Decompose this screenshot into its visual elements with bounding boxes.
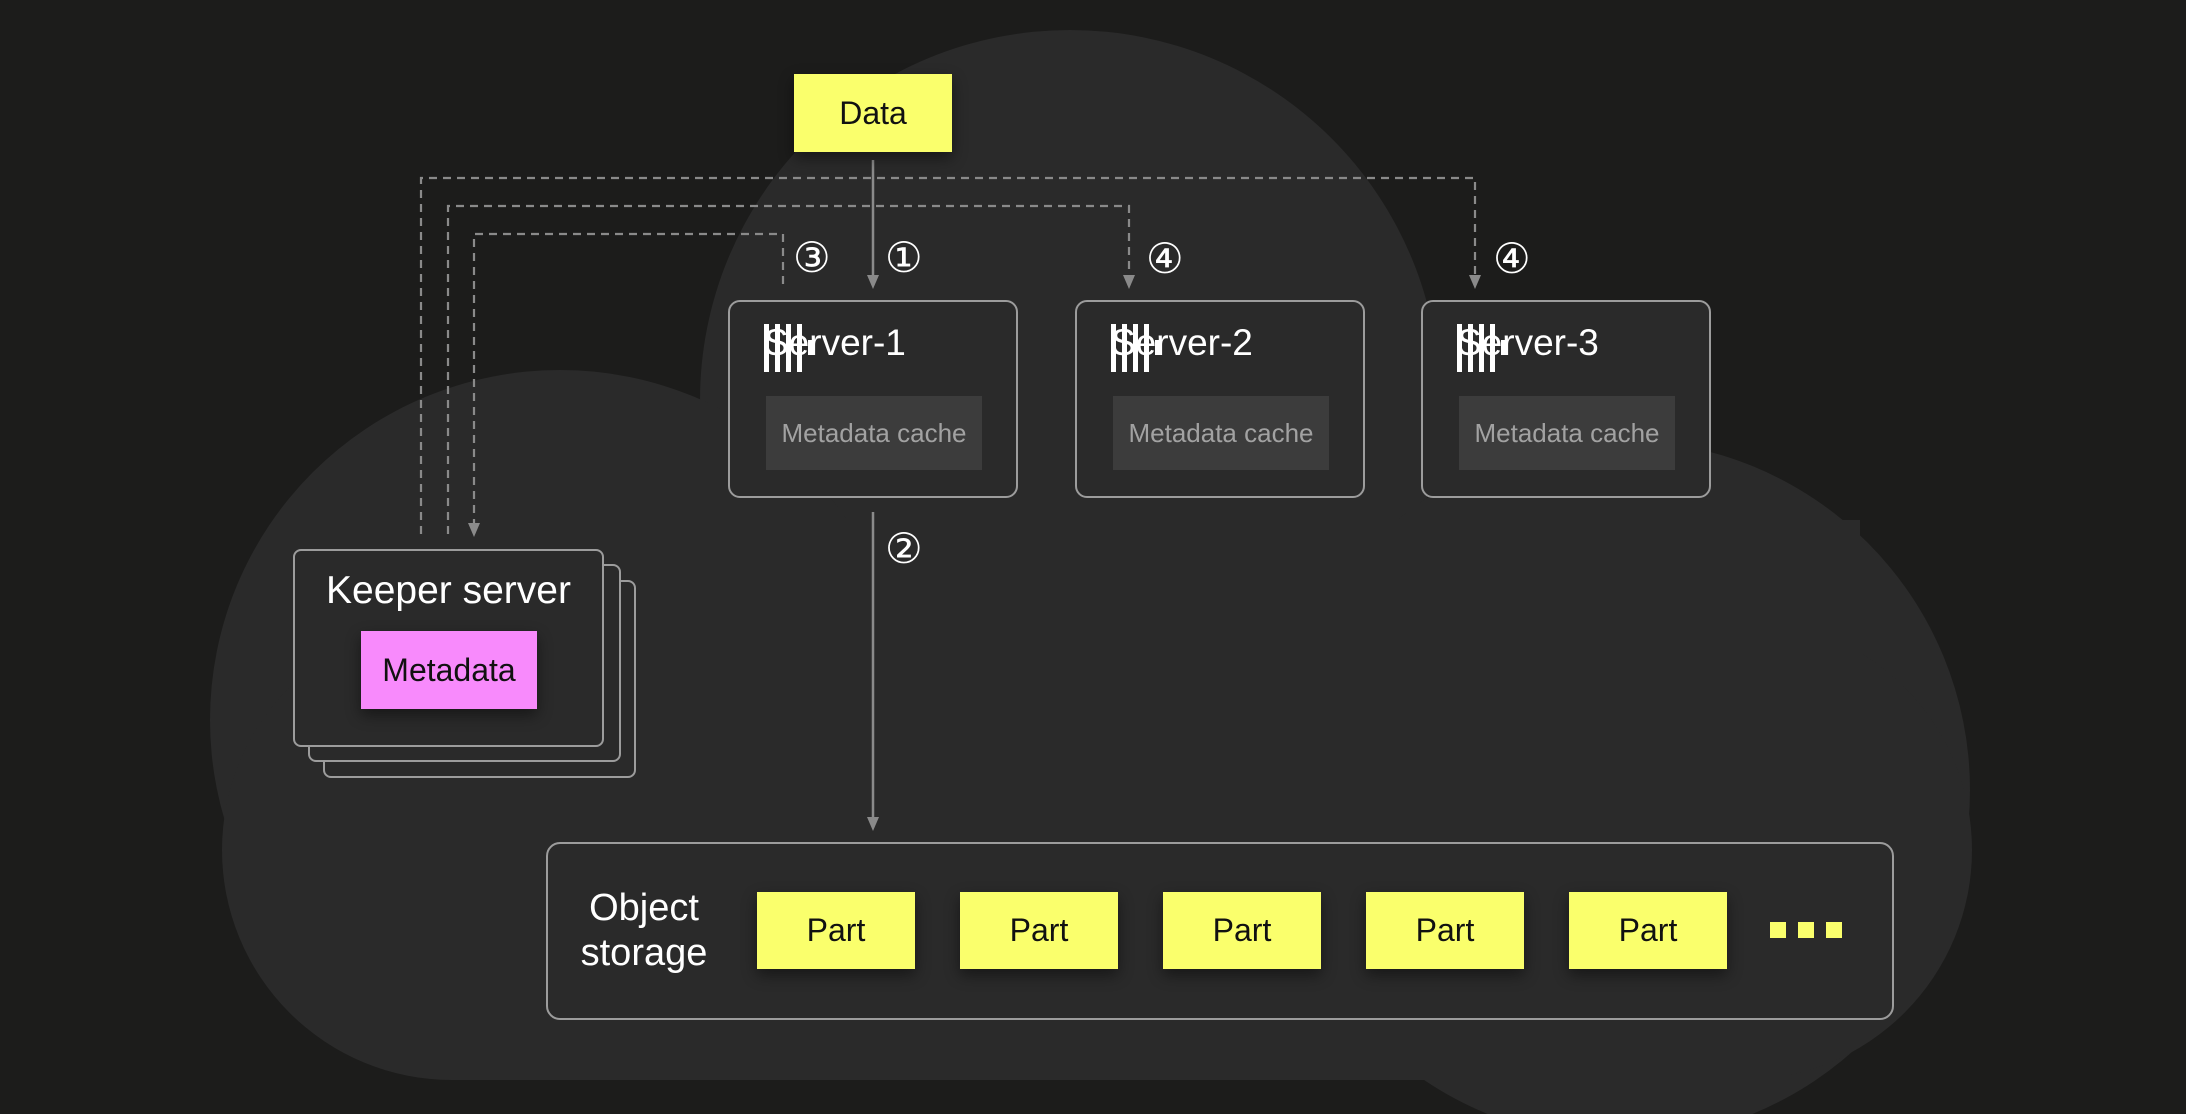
- clickhouse-logo-icon: [1457, 324, 1506, 372]
- step-3-marker: ③: [793, 233, 831, 282]
- object-storage-label-line-2: storage: [580, 932, 708, 974]
- storage-part: Part: [1366, 892, 1524, 969]
- keeper-server-card: Keeper server Metadata: [293, 549, 604, 747]
- keeper-server-title: Keeper server: [326, 569, 571, 612]
- server-1-metadata-cache: Metadata cache: [766, 396, 982, 470]
- server-2-metadata-cache: Metadata cache: [1113, 396, 1329, 470]
- data-box-label: Data: [839, 94, 907, 131]
- storage-part: Part: [1569, 892, 1727, 969]
- storage-part-label: Part: [1415, 912, 1475, 948]
- step-4-marker: ④: [1146, 234, 1184, 283]
- arrow-server-1-to-keeper: [468, 232, 785, 537]
- server-3-header: Server-3: [1457, 322, 1599, 372]
- step-4-marker: ④: [1493, 234, 1531, 283]
- ellipsis-dots-icon: [1770, 922, 1842, 938]
- storage-part-label: Part: [1009, 912, 1069, 948]
- server-2-card: Server-2 Metadata cache: [1075, 300, 1365, 498]
- server-1-card: Server-1 Metadata cache: [728, 300, 1018, 498]
- storage-part-label: Part: [1618, 912, 1678, 948]
- object-storage-label-line-1: Object: [589, 887, 699, 929]
- server-3-metadata-cache: Metadata cache: [1459, 396, 1675, 470]
- storage-part: Part: [757, 892, 915, 969]
- clickhouse-logo-icon: [764, 324, 813, 372]
- server-2-header: Server-2: [1111, 322, 1253, 372]
- storage-part: Part: [1163, 892, 1321, 969]
- keeper-metadata-box: Metadata: [361, 631, 537, 709]
- storage-part-label: Part: [806, 912, 866, 948]
- storage-part: Part: [960, 892, 1118, 969]
- arrow-keeper-to-server-3: [419, 176, 1481, 534]
- clickhouse-logo-icon: [1111, 324, 1160, 372]
- data-box: Data: [794, 74, 952, 152]
- server-3-card: Server-3 Metadata cache: [1421, 300, 1711, 498]
- object-storage-label: Object storage: [574, 886, 714, 976]
- step-1-marker: ①: [885, 233, 923, 282]
- storage-part-label: Part: [1212, 912, 1272, 948]
- server-1-header: Server-1: [764, 322, 906, 372]
- step-2-marker: ②: [885, 524, 923, 573]
